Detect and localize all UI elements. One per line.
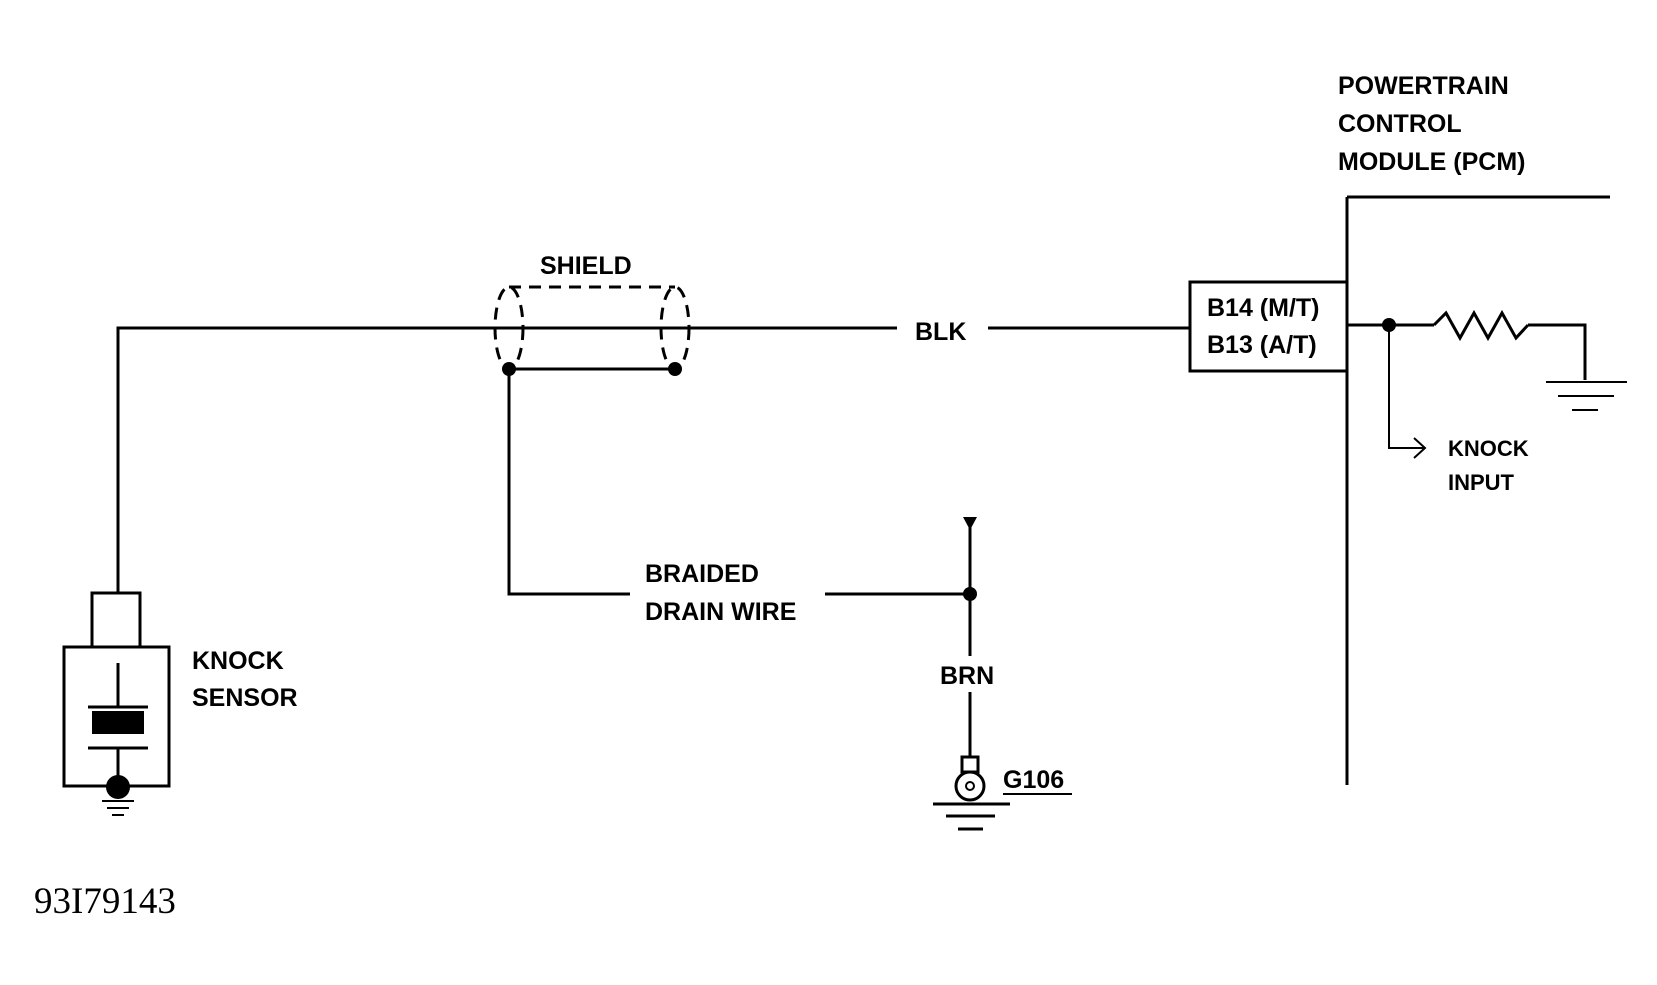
- pin-label-b14: B14 (M/T): [1207, 294, 1320, 322]
- pcm-internal-circuit: [1347, 309, 1587, 380]
- pcm-label-line-1: POWERTRAIN: [1338, 72, 1509, 100]
- ground-icon: [1546, 381, 1627, 411]
- braided-label-line-2: DRAIN WIRE: [645, 598, 796, 626]
- pin-label-b13: B13 (A/T): [1207, 331, 1317, 359]
- ground-label: G106: [1003, 766, 1064, 794]
- pcm-label-line-2: CONTROL: [1338, 110, 1462, 138]
- brn-ground-wire: [963, 517, 977, 757]
- knock-input-label-line-2: INPUT: [1448, 470, 1515, 495]
- knock-input-arrow-icon: [1388, 325, 1427, 459]
- blk-signal-wire: [116, 326, 1190, 593]
- braided-label-line-1: BRAIDED: [645, 560, 759, 588]
- wire-color-brn: BRN: [940, 662, 994, 690]
- shield-symbol: [493, 285, 691, 376]
- wire-color-blk: BLK: [915, 318, 966, 346]
- pcm-label-line-3: MODULE (PCM): [1338, 148, 1525, 176]
- sensor-label-line-2: SENSOR: [192, 684, 298, 712]
- shield-label: SHIELD: [540, 252, 632, 280]
- knock-input-label-line-1: KNOCK: [1448, 436, 1529, 461]
- g106-ground-icon: [933, 755, 1010, 831]
- figure-number: 93I79143: [34, 881, 176, 922]
- knock-sensor-icon: [62, 591, 171, 816]
- sensor-label-line-1: KNOCK: [192, 647, 284, 675]
